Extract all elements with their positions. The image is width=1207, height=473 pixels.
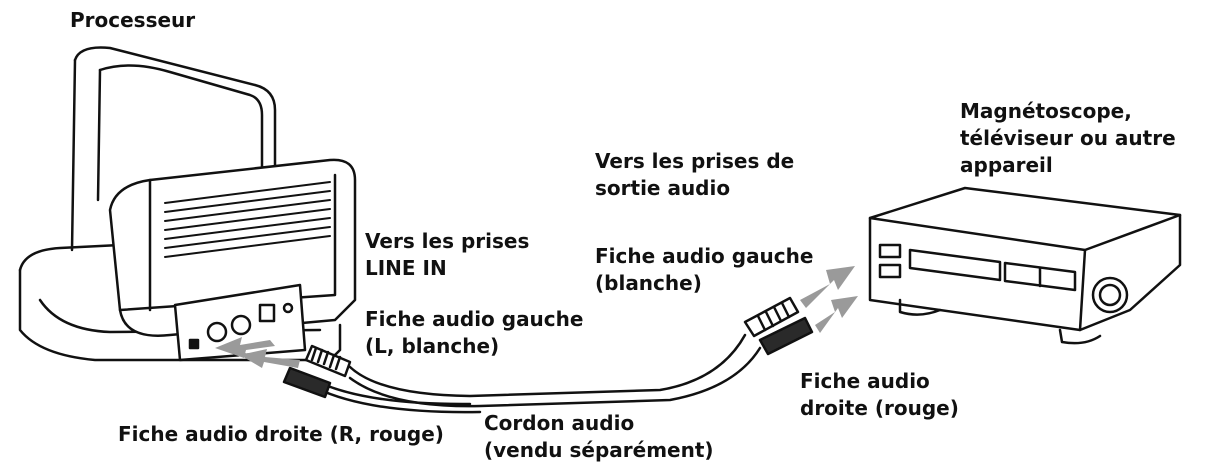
vcr-tv-illustration — [868, 186, 1182, 345]
left-plug-device-label: Fiche audio gauche (blanche) — [595, 244, 814, 295]
left-plug-processor-label: Fiche audio gauche (L, blanche) — [365, 307, 584, 358]
connection-arrows — [215, 266, 858, 368]
right-plug-processor-label: Fiche audio droite (R, rouge) — [118, 422, 444, 446]
left-plug-device — [743, 296, 800, 338]
device-label: Magnétoscope, téléviseur ou autre appare… — [960, 99, 1176, 177]
right-plug-device-label: Fiche audio droite (rouge) — [800, 369, 959, 420]
audio-cord-label: Cordon audio (vendu séparément) — [484, 411, 714, 462]
processor-label: Processeur — [70, 8, 196, 32]
processor-illustration — [18, 46, 357, 362]
left-plug-processor — [304, 344, 352, 378]
right-plug-device — [758, 316, 814, 356]
line-in-jacks-label: Vers les prises LINE IN — [365, 229, 530, 280]
audio-output-jacks-label: Vers les prises de sortie audio — [595, 149, 795, 200]
right-plug-processor — [282, 366, 332, 399]
